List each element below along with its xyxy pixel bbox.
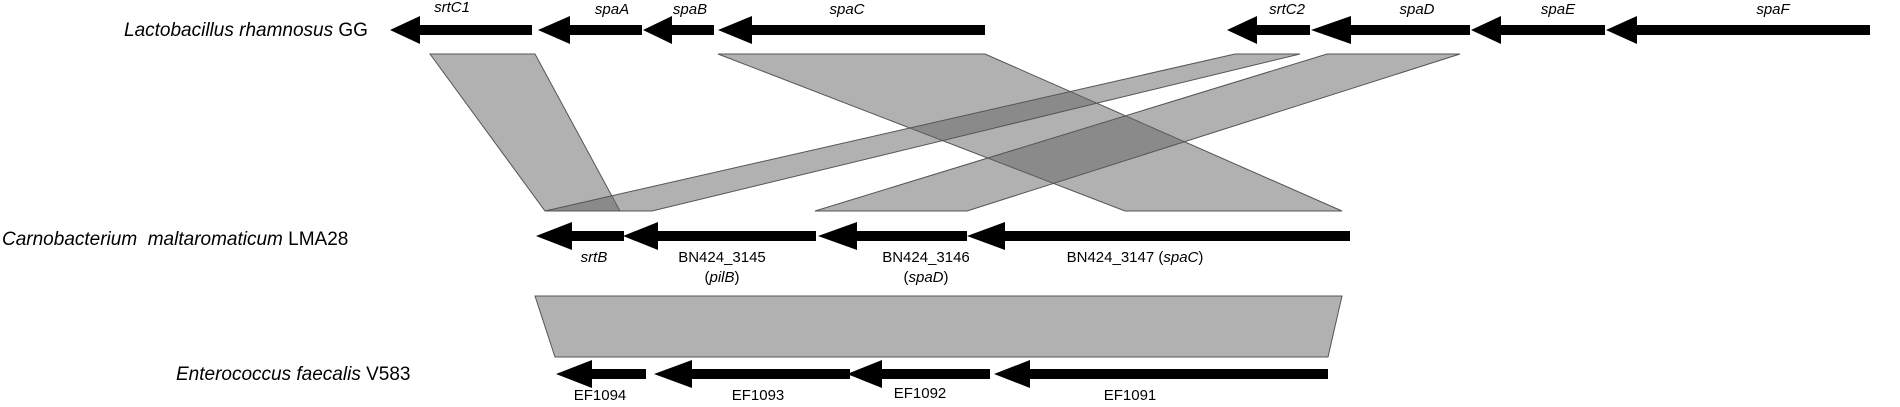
gene-labels: srtC1 spaA spaB spaC srtC2 spaD spaE spa… bbox=[434, 0, 1790, 404]
gene-arrow-EF1093 bbox=[654, 360, 850, 388]
gene-label-spaE: spaE bbox=[1541, 1, 1576, 18]
gene-arrow-BN424_3146 bbox=[818, 222, 967, 250]
gene-label-BN424_3146-sub: (spaD) bbox=[903, 269, 948, 286]
gene-arrow-spaA bbox=[538, 16, 642, 44]
organism-label-lgg: Lactobacillus rhamnosus GG bbox=[124, 20, 368, 41]
gene-arrow-srtC1 bbox=[390, 16, 532, 44]
gene-label-srtC1: srtC1 bbox=[434, 0, 470, 16]
gene-label-EF1094: EF1094 bbox=[574, 387, 627, 404]
gene-label-srtB: srtB bbox=[581, 249, 608, 266]
gene-label-BN424_3145-sub: (pilB) bbox=[704, 269, 739, 286]
gene-arrow-spaB bbox=[643, 16, 714, 44]
gene-arrow-EF1092 bbox=[847, 360, 990, 388]
gene-label-spaA: spaA bbox=[595, 1, 629, 18]
homology-srtC1-srtB bbox=[429, 53, 621, 212]
gene-label-EF1091: EF1091 bbox=[1104, 387, 1157, 404]
gene-arrow-BN424_3145 bbox=[623, 222, 816, 250]
organism-label-ef: Enterococcus faecalis V583 bbox=[176, 364, 410, 385]
gene-label-spaF: spaF bbox=[1756, 1, 1790, 18]
gene-label-spaB: spaB bbox=[673, 1, 707, 18]
gene-arrows bbox=[390, 16, 1870, 388]
gene-arrow-EF1094 bbox=[556, 360, 646, 388]
homology-spaD-BN424_3146 bbox=[814, 53, 1461, 212]
organism-labels: Lactobacillus rhamnosus GG Carnobacteriu… bbox=[2, 20, 410, 385]
gene-arrow-srtB bbox=[536, 222, 624, 250]
organism-label-cm: Carnobacterium maltaromaticum LMA28 bbox=[2, 229, 348, 250]
gene-arrow-spaF bbox=[1606, 16, 1870, 44]
gene-label-BN424_3146: BN424_3146 bbox=[882, 249, 970, 266]
gene-arrow-spaD bbox=[1311, 16, 1470, 44]
gene-label-spaC: spaC bbox=[829, 1, 864, 18]
homology-cm-ef bbox=[534, 295, 1343, 358]
gene-arrow-spaE bbox=[1471, 16, 1605, 44]
homology-blocks bbox=[429, 53, 1461, 358]
homology-srtC2-BN424_3145 bbox=[544, 53, 1301, 212]
gene-label-BN424_3147: BN424_3147 (spaC) bbox=[1067, 249, 1204, 266]
gene-arrow-srtC2 bbox=[1227, 16, 1310, 44]
gene-arrow-EF1091 bbox=[994, 360, 1328, 388]
gene-arrow-spaC bbox=[718, 16, 985, 44]
gene-label-EF1092: EF1092 bbox=[894, 385, 947, 402]
gene-arrow-BN424_3147 bbox=[967, 222, 1350, 250]
gene-label-spaD: spaD bbox=[1399, 1, 1434, 18]
gene-label-EF1093: EF1093 bbox=[732, 387, 785, 404]
gene-label-srtC2: srtC2 bbox=[1269, 1, 1305, 18]
gene-label-BN424_3145: BN424_3145 bbox=[678, 249, 766, 266]
